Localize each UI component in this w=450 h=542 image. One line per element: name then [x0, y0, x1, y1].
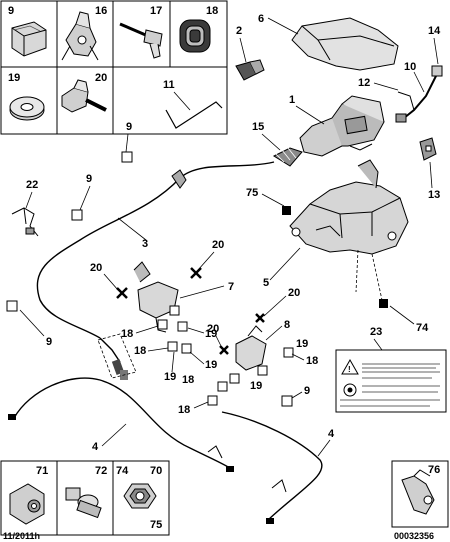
washer-icon[interactable]: [9, 96, 45, 121]
cable-fitting-right: [271, 479, 287, 493]
callout-18b: 18: [134, 345, 146, 357]
marker-75: [282, 206, 291, 215]
callout-14: 14: [428, 25, 441, 37]
grid-ref-9: 9: [8, 5, 14, 17]
callout-19a: 19: [205, 328, 217, 340]
cable-end-right: [266, 518, 274, 524]
marker-74: [379, 299, 388, 308]
grid-ref-16: 16: [95, 5, 107, 17]
callout-9d: 9: [304, 385, 310, 397]
cover-part[interactable]: [291, 17, 399, 71]
callout-19d: 19: [296, 338, 308, 350]
harness-bracket-part[interactable]: [11, 207, 39, 237]
callout-20c: 20: [288, 287, 300, 299]
callout-20a: 20: [212, 239, 224, 251]
callout-8: 8: [284, 319, 290, 331]
callout-18a: 18: [121, 328, 133, 340]
callout-18d: 18: [306, 355, 318, 367]
corner-box: [391, 460, 449, 528]
grid-ref-20: 20: [95, 72, 107, 84]
sensor-harness[interactable]: [395, 65, 443, 123]
callout-9c: 9: [46, 336, 52, 348]
wire-rod-part[interactable]: [165, 101, 223, 129]
callout-19c: 19: [164, 371, 176, 383]
square-9-a: [121, 151, 133, 163]
base-frame-part[interactable]: [289, 159, 409, 255]
cable-end-left: [8, 414, 16, 420]
left-bracket-part[interactable]: [133, 261, 179, 333]
square-9-d: [281, 395, 293, 407]
connector-clip-icon[interactable]: [401, 469, 435, 515]
callout-9a: 9: [126, 121, 132, 133]
callout-9b: 9: [86, 173, 92, 185]
grid-ref-74: 74: [116, 465, 129, 477]
parts-grid-bottom: [0, 460, 170, 536]
bellows-sleeve-part[interactable]: [272, 147, 303, 167]
callout-4b: 4: [328, 428, 335, 440]
cable-fitting-left: [207, 445, 223, 459]
bracket-nut-icon[interactable]: [9, 483, 45, 525]
grid-ref-71: 71: [36, 465, 48, 477]
callout-22: 22: [26, 179, 38, 191]
switch-connector-part[interactable]: [235, 59, 265, 81]
main-cable-part[interactable]: [36, 161, 275, 363]
callout-7: 7: [228, 281, 234, 293]
square-9-c: [6, 300, 18, 312]
callout-11: 11: [163, 79, 175, 91]
callout-1: 1: [289, 94, 295, 106]
grid-ref-18: 18: [206, 5, 218, 17]
cable-end-mid: [226, 466, 234, 472]
grid-ref-19: 19: [8, 72, 20, 84]
callout-23: 23: [370, 326, 382, 338]
callout-18c: 18: [182, 374, 194, 386]
connector-outline: [97, 333, 137, 379]
callout-15: 15: [252, 121, 264, 133]
grid-ref-76: 76: [428, 464, 440, 476]
square-9-b: [71, 209, 83, 221]
relay-box-icon[interactable]: [11, 21, 47, 57]
grid-ref-75: 75: [150, 519, 162, 531]
callout-13: 13: [428, 189, 440, 201]
grid-ref-70: 70: [150, 465, 162, 477]
actuator-motor-part[interactable]: [299, 95, 385, 157]
hex-nut-icon[interactable]: [123, 483, 157, 509]
svg-text:!: !: [348, 365, 351, 374]
grid-ref-17: 17: [150, 5, 162, 17]
callout-75: 75: [246, 187, 258, 199]
lower-cable-left[interactable]: [13, 377, 231, 469]
callout-12: 12: [358, 77, 370, 89]
lower-cable-right[interactable]: [221, 411, 323, 521]
bolt-icon[interactable]: [65, 487, 102, 519]
cable-clamp[interactable]: [171, 169, 187, 189]
grid-ref-72: 72: [95, 465, 107, 477]
callout-5: 5: [263, 277, 269, 289]
callout-3: 3: [142, 238, 148, 250]
grommet-icon[interactable]: [179, 19, 211, 53]
callout-20d: 20: [207, 323, 219, 335]
screw-icon[interactable]: [119, 22, 163, 59]
flange-bolt-icon[interactable]: [61, 79, 107, 113]
callout-20b: 20: [90, 262, 102, 274]
right-bracket-part[interactable]: [235, 325, 267, 371]
callout-18-extra: 18: [178, 404, 190, 416]
callout-10: 10: [404, 61, 416, 73]
callout-2: 2: [236, 25, 242, 37]
parts-grid-top: [0, 0, 228, 135]
callout-6: 6: [258, 13, 264, 25]
cable-clip-icon[interactable]: [61, 11, 99, 61]
warning-label: !: [335, 349, 447, 413]
callout-19-extra: 19: [250, 380, 262, 392]
callout-74: 74: [416, 322, 429, 334]
footer-date: 11/2011h: [3, 531, 41, 541]
footer-code: 00032356: [394, 531, 435, 541]
open-square-markers: [157, 305, 294, 406]
callout-4a: 4: [92, 441, 99, 453]
small-bracket-part[interactable]: [419, 137, 437, 161]
callout-19b: 19: [205, 359, 217, 371]
